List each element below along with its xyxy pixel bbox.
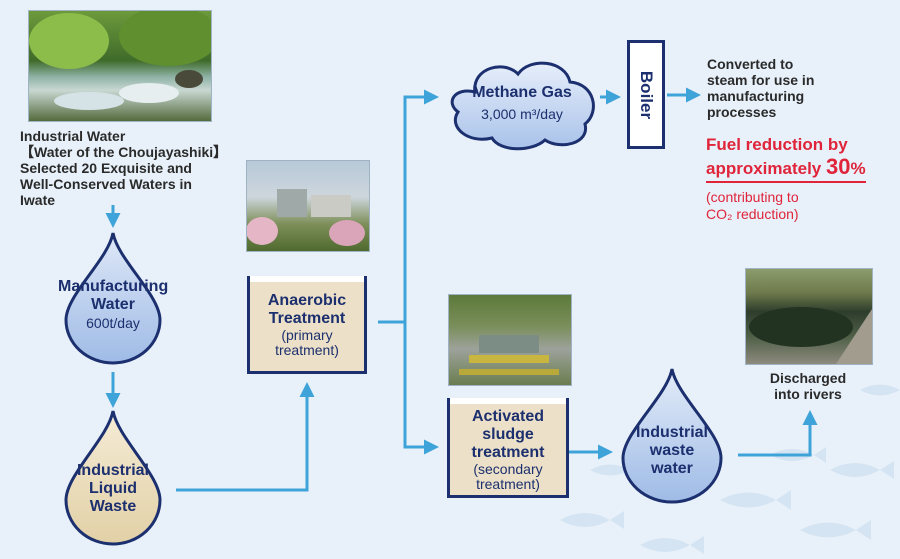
fuel-value: 30 [826,154,851,179]
anaerobic-sub: (primary [281,327,333,343]
manufacturing-water-drop [64,232,162,365]
waste-water-label: Industrial waste water [617,424,727,478]
source-line: Selected 20 Exquisite and [20,160,192,176]
liquid-waste-drop [64,410,162,546]
liquid-waste-line: Waste [89,498,137,515]
steam-description: Converted to steam for use in manufactur… [707,56,897,120]
arrow-to-river [738,410,818,457]
steam-line: manufacturing [707,88,805,104]
waste-water-line: waste [649,442,695,459]
fuel-note: (contributing to CO₂ reduction) [706,189,898,223]
liquid-waste-line: Industrial [76,462,149,479]
stream-photo [28,10,212,122]
manufacturing-amount: 600t/day [86,315,140,331]
industrial-water-source: Industrial Water 【Water of the Choujayas… [20,128,240,208]
activated-sludge-tank: Activated sludge treatment (secondary tr… [447,398,569,498]
anaerobic-title: Treatment [268,310,346,327]
waste-water-line: water [651,460,693,477]
fuel-note-line: CO₂ reduction) [706,206,799,222]
plant-photo [246,160,370,252]
activated-title: treatment [471,444,545,461]
liquid-waste-line: Liquid [89,480,137,497]
manufacturing-title: Water [91,296,135,313]
manufacturing-water-label: Manufacturing Water 600t/day [58,278,168,332]
fuel-prefix: approximately [706,159,826,178]
methane-amount: 3,000 m³/day [481,106,563,122]
boiler-box: Boiler [627,40,665,149]
manufacturing-title: Manufacturing [58,278,169,295]
anaerobic-treatment-tank: Anaerobic Treatment (primary treatment) [247,276,367,374]
sludge-facility-photo [448,294,572,386]
fuel-line1: Fuel reduction by [706,135,848,154]
steam-line: steam for use in [707,72,815,88]
boiler-label: Boiler [637,70,656,119]
anaerobic-title: Anaerobic [267,292,347,309]
arrow-to-activated [403,322,439,455]
fuel-line2: approximately 30% [706,156,866,183]
fuel-unit: % [850,159,866,178]
fuel-reduction: Fuel reduction by approximately 30% (con… [706,134,898,223]
activated-sub: (secondary [473,461,543,477]
waste-water-line: Industrial [635,424,708,441]
source-line: Industrial Water [20,128,126,144]
arrow-waste-to-anaerobic [176,382,315,492]
source-line: Well-Conserved Waters in [20,176,192,192]
source-line: Iwate [20,192,56,208]
discharged-into-rivers: Discharged into rivers [745,370,871,402]
river-pond-photo [745,268,873,365]
discharge-line: Discharged [769,370,847,386]
arrow-to-methane [403,89,439,322]
methane-gas-cloud [450,61,595,151]
fuel-note-line: (contributing to [706,189,799,205]
anaerobic-sub: treatment) [275,342,339,358]
liquid-waste-label: Industrial Liquid Waste [58,462,168,516]
discharge-line: into rivers [774,386,842,402]
activated-sub: treatment) [476,476,540,492]
steam-line: Converted to [707,56,794,72]
activated-title: Activated [471,408,545,425]
methane-title: Methane Gas [472,84,572,101]
industrial-waste-water-drop [621,368,723,504]
methane-label: Methane Gas 3,000 m³/day [452,84,592,124]
source-line: 【Water of the Choujayashiki】 [20,144,228,160]
steam-line: processes [707,104,777,120]
activated-title: sludge [482,426,534,443]
